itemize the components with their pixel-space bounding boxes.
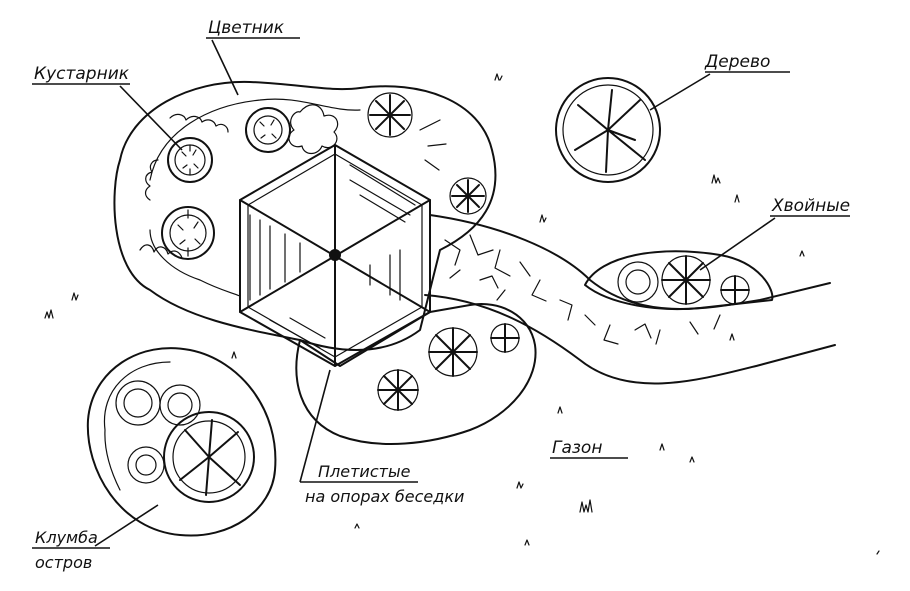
island-tree (163, 411, 255, 503)
shrub-1 (167, 137, 213, 183)
tree (555, 77, 661, 183)
island-bed-outline (86, 347, 277, 537)
leader-shrub (32, 83, 183, 151)
label-tree: Дерево (704, 52, 770, 72)
leader-flowerbed (206, 37, 300, 96)
conifer-flowerbed-1 (367, 92, 413, 138)
island-shrub-3 (127, 446, 165, 484)
shrub-3 (161, 206, 215, 260)
conifer-lower-1 (428, 327, 478, 377)
island-shrub-1 (115, 380, 161, 426)
conifer-lower-2 (377, 369, 419, 411)
lawn-grass-marks (44, 73, 880, 555)
label-island-line1: Клумба (35, 528, 98, 547)
label-climbers-line1: Плетистые (318, 462, 411, 481)
flowerbed-inner-edge (149, 98, 361, 297)
label-flowerbed: Цветник (208, 18, 285, 38)
label-shrub: Кустарник (34, 64, 130, 84)
conifer-lower-3 (490, 323, 520, 353)
island-bed-inner-edge (103, 361, 171, 491)
lower-flowerbed-outline (295, 303, 537, 445)
leader-conifers (699, 215, 850, 271)
label-climbers-line2: на опорах беседки (305, 487, 464, 506)
conifer-bed-3 (720, 275, 750, 305)
conifer-flowerbed-2 (449, 177, 487, 215)
paved-path (424, 214, 836, 385)
label-conifers: Хвойные (771, 196, 850, 216)
gazebo (239, 144, 431, 367)
flowers-top (288, 104, 447, 171)
conifer-bed-2 (661, 255, 711, 305)
conifer-bed-1 (617, 261, 659, 303)
island-shrub-2 (159, 384, 201, 426)
leader-climbers (299, 369, 418, 483)
flowerbed-scallop (139, 113, 229, 259)
label-island-line2: остров (35, 553, 92, 572)
leader-island (32, 504, 159, 549)
conifer-bed-outline (584, 250, 774, 311)
paving-stones (444, 234, 721, 345)
leader-tree (649, 71, 790, 111)
shrub-2 (245, 107, 291, 153)
label-lawn: Газон (552, 438, 602, 458)
